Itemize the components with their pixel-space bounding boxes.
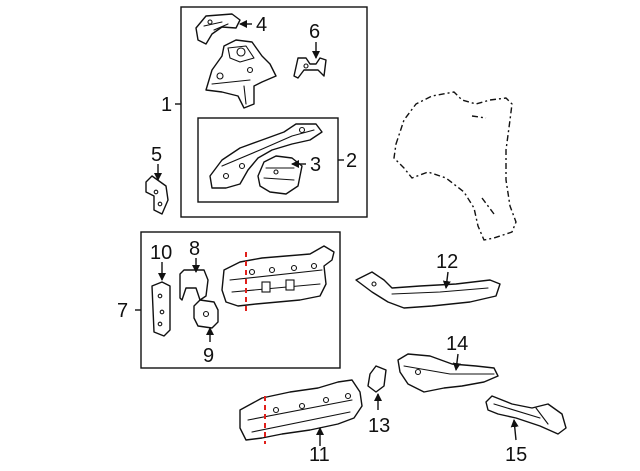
callout-10: 10 <box>150 242 172 264</box>
part-3-bracket <box>257 155 303 195</box>
callout-12: 12 <box>436 251 458 273</box>
callout-6: 6 <box>309 21 320 43</box>
callout-11: 11 <box>309 444 330 466</box>
callout-2: 2 <box>346 150 357 172</box>
callout-4: 4 <box>256 14 267 36</box>
leader-12 <box>442 271 451 289</box>
part-1-strut-tower <box>205 39 277 109</box>
callout-9: 9 <box>203 345 214 367</box>
callout-15: 15 <box>505 444 527 466</box>
callout-1: 1 <box>161 94 172 116</box>
callout-8: 8 <box>189 238 200 260</box>
part-10-plate <box>151 281 171 337</box>
part-14-member <box>397 353 499 393</box>
group-box-1 <box>180 6 368 218</box>
fender-outline <box>393 91 517 241</box>
fender-inner-line <box>471 115 495 215</box>
leader-15 <box>510 419 519 441</box>
part-9-block <box>193 299 219 329</box>
part-6-clip <box>293 57 327 79</box>
callout-5: 5 <box>151 144 162 166</box>
part-8-bracket <box>179 269 209 301</box>
leader-14 <box>452 353 461 371</box>
part-2-apron-reinforcement <box>209 123 323 189</box>
group-box-7 <box>140 231 341 369</box>
part-5-bracket <box>145 175 169 215</box>
callout-7: 7 <box>117 300 128 322</box>
callout-13: 13 <box>368 415 390 437</box>
part-11-side-member <box>239 379 363 441</box>
part-4-bracket <box>195 13 241 45</box>
part-15-bracket <box>485 395 567 435</box>
part-12-member <box>355 271 501 309</box>
callout-14: 14 <box>446 333 468 355</box>
part-7-side-member <box>221 245 335 307</box>
part-13-plate <box>367 365 387 393</box>
callout-3: 3 <box>310 154 321 176</box>
